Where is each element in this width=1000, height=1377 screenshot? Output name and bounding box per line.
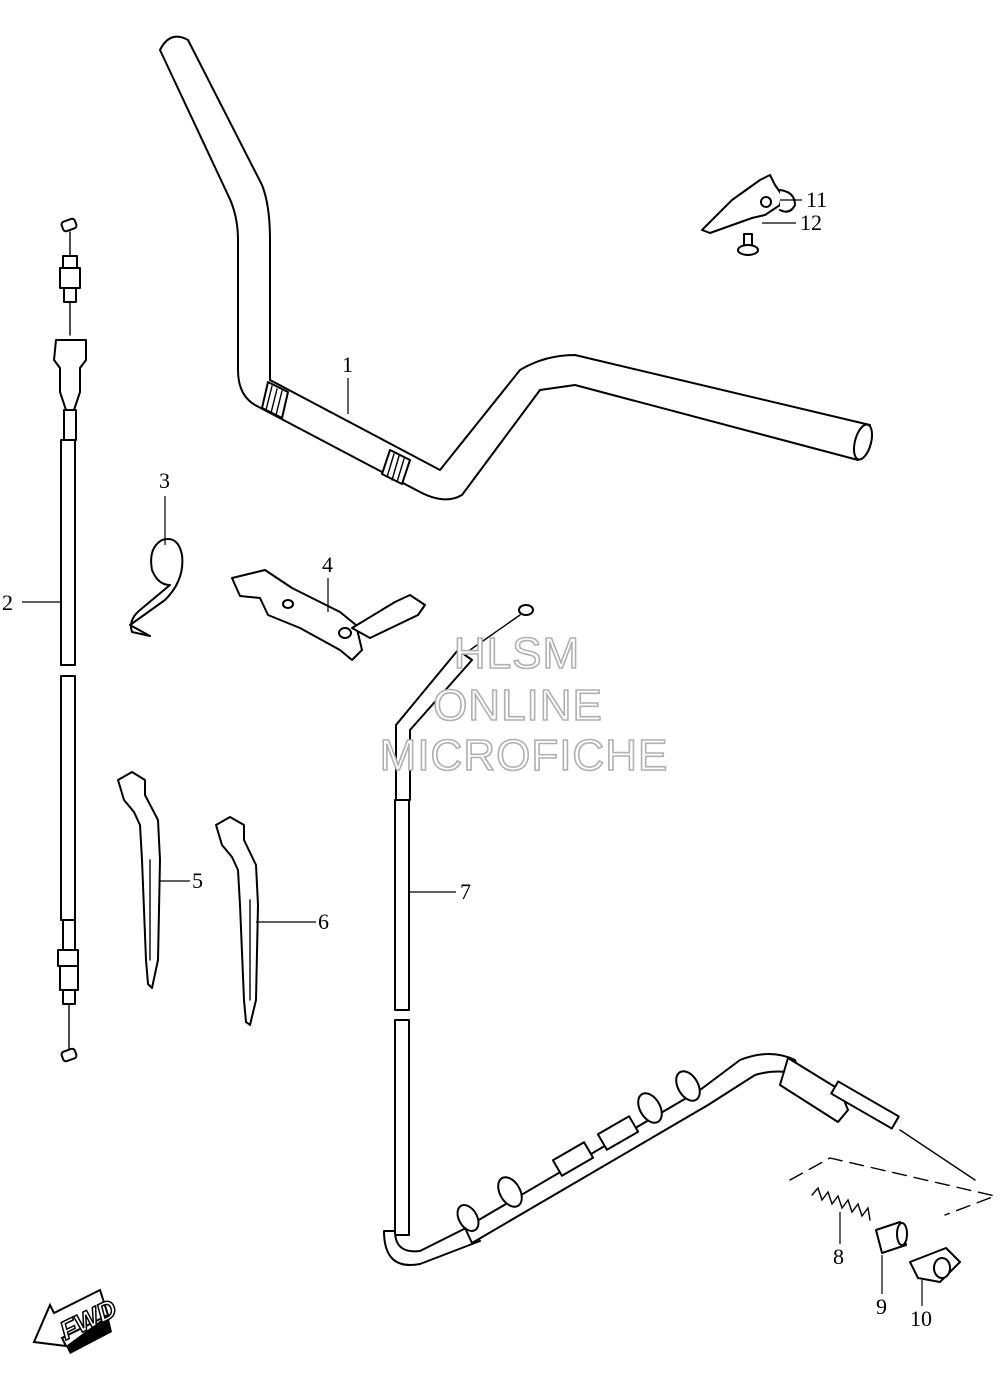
watermark: HLSM ONLINE MICROFICHE xyxy=(379,628,669,781)
cable-tie-6[interactable] xyxy=(215,816,259,1026)
spring-clip[interactable] xyxy=(129,538,184,637)
callout-2: 2 xyxy=(2,590,13,615)
callout-11: 11 xyxy=(806,187,827,212)
fwd-arrow-icon xyxy=(32,1288,110,1348)
knurl-band-right xyxy=(381,449,411,485)
bracket[interactable] xyxy=(701,174,796,234)
spring[interactable] xyxy=(811,1186,871,1221)
knurl-band-left xyxy=(261,381,289,419)
watermark-line-2: ONLINE xyxy=(433,681,603,730)
screw[interactable] xyxy=(737,233,759,256)
callout-7: 7 xyxy=(460,879,471,904)
fwd-direction-badge: FWD xyxy=(32,1288,122,1354)
clutch-cable[interactable] xyxy=(53,217,87,1063)
collar[interactable] xyxy=(875,1221,908,1254)
callout-4: 4 xyxy=(322,552,333,577)
throttle-cable[interactable] xyxy=(383,604,976,1266)
callout-12: 12 xyxy=(800,210,822,235)
assembly-outline xyxy=(789,1157,998,1216)
adjuster[interactable] xyxy=(909,1247,961,1283)
leader-lines xyxy=(22,199,923,1306)
callout-9: 9 xyxy=(876,1294,887,1319)
callout-6: 6 xyxy=(318,909,329,934)
callout-8: 8 xyxy=(833,1244,844,1269)
callout-5: 5 xyxy=(192,868,203,893)
callout-1: 1 xyxy=(342,352,353,377)
callout-10: 10 xyxy=(910,1306,932,1331)
callout-numbers: 1 2 3 4 5 6 7 8 9 10 11 12 xyxy=(2,187,932,1331)
callout-3: 3 xyxy=(159,468,170,493)
watermark-line-1: HLSM xyxy=(454,629,580,678)
handlebar[interactable] xyxy=(159,35,875,501)
cable-grommets xyxy=(456,1070,701,1232)
watermark-line-3: MICROFICHE xyxy=(380,731,669,780)
cable-tie-5[interactable] xyxy=(117,771,161,989)
cable-clamp[interactable] xyxy=(231,569,426,661)
